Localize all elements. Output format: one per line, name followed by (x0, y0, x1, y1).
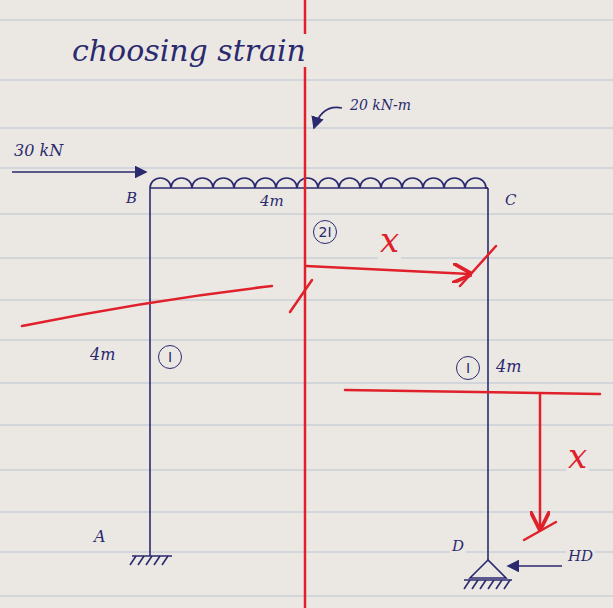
inertia-label: I (168, 350, 172, 364)
handwritten-label: B (124, 190, 139, 207)
handwritten-label: 4m (88, 346, 117, 364)
handwritten-label: 20 kN-m (348, 98, 413, 113)
handwritten-label: D (450, 538, 466, 555)
inertia-label: I (466, 361, 470, 375)
handwritten-label: HD (566, 548, 595, 565)
red-annotation: x (566, 438, 589, 475)
handwritten-label: choosing strain (70, 34, 308, 67)
handwritten-label: 4m (494, 358, 523, 376)
red-annotation: x (378, 222, 401, 259)
moment-of-inertia-circle: I (158, 345, 182, 369)
handwritten-label: 4m (258, 193, 286, 210)
moment-of-inertia-circle: I (456, 356, 480, 380)
handwritten-label: 30 kN (12, 142, 65, 160)
handwritten-label: C (503, 192, 518, 209)
handwritten-label: A (92, 528, 108, 546)
moment-of-inertia-circle: 2I (313, 220, 337, 244)
inertia-label: 2I (318, 225, 331, 239)
